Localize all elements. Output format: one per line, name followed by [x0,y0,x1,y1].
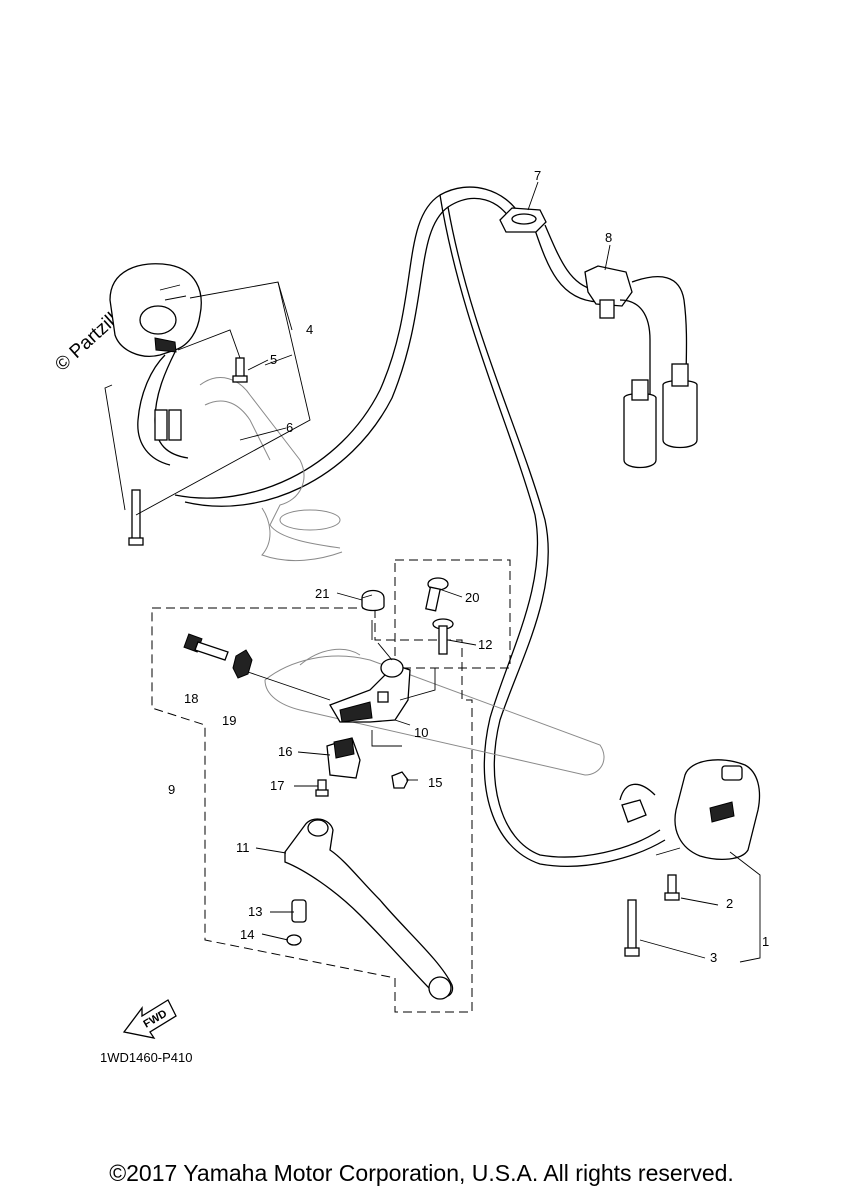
oring-part-14 [286,934,302,946]
callout-20: 20 [465,590,479,605]
bracket-group-1 [639,847,761,963]
callout-15: 15 [428,775,442,790]
callout-5: 5 [270,352,277,367]
nut-part-19 [232,649,253,679]
callout-6: 6 [286,420,293,435]
screw-part-2 [664,874,680,901]
screw-part-6 [128,489,144,546]
adjuster-part-18 [183,633,229,661]
right-switch-assembly [619,759,761,861]
callout-11: 11 [236,840,250,855]
handlebar-ghost-lever [264,648,605,776]
callout-8: 8 [605,230,612,245]
callout-10: 10 [414,725,428,740]
callout-3: 3 [710,950,717,965]
screw-part-20 [425,577,449,612]
callout-4: 4 [306,322,313,337]
screw-part-3 [624,899,640,957]
switch-part-16 [326,737,361,779]
callout-12: 12 [478,637,492,652]
connector-plugs [623,363,698,469]
callout-21: 21 [315,586,329,601]
callout-13: 13 [248,904,262,919]
bolt-part-12 [432,618,454,655]
callout-14: 14 [240,927,254,942]
left-switch-assembly [109,263,202,466]
callout-9: 9 [168,782,175,797]
copyright-text: ©2017 Yamaha Motor Corporation, U.S.A. A… [109,1160,734,1186]
cap-part-21 [361,589,385,612]
grommet-part-7 [499,207,547,233]
callout-16: 16 [278,744,292,759]
callouts: 1 2 3 4 5 6 7 8 9 10 11 12 13 14 15 16 1… [168,168,769,965]
callout-7: 7 [534,168,541,183]
callout-17: 17 [270,778,284,793]
callout-18: 18 [184,691,198,706]
leader-lines [247,181,611,941]
nut-part-15 [391,771,409,789]
dashed-box-upper [394,559,511,669]
callout-1: 1 [762,934,769,949]
diagram-code: 1WD1460-P410 [100,1050,193,1065]
screw-part-17 [315,779,329,797]
wire-harness [174,186,666,867]
handlebar-ghost-left [199,377,343,562]
dashed-box-group-9 [151,607,473,1013]
lever-part-11 [284,818,454,1000]
fwd-arrow: FWD [122,999,177,1039]
lever-holder-part-10 [329,658,411,723]
callout-19: 19 [222,713,236,728]
screw-part-5 [232,357,248,383]
bracket-group-4 [104,281,311,516]
collar-part-13 [291,899,307,923]
callout-2: 2 [726,896,733,911]
clamp-part-8 [584,265,688,395]
